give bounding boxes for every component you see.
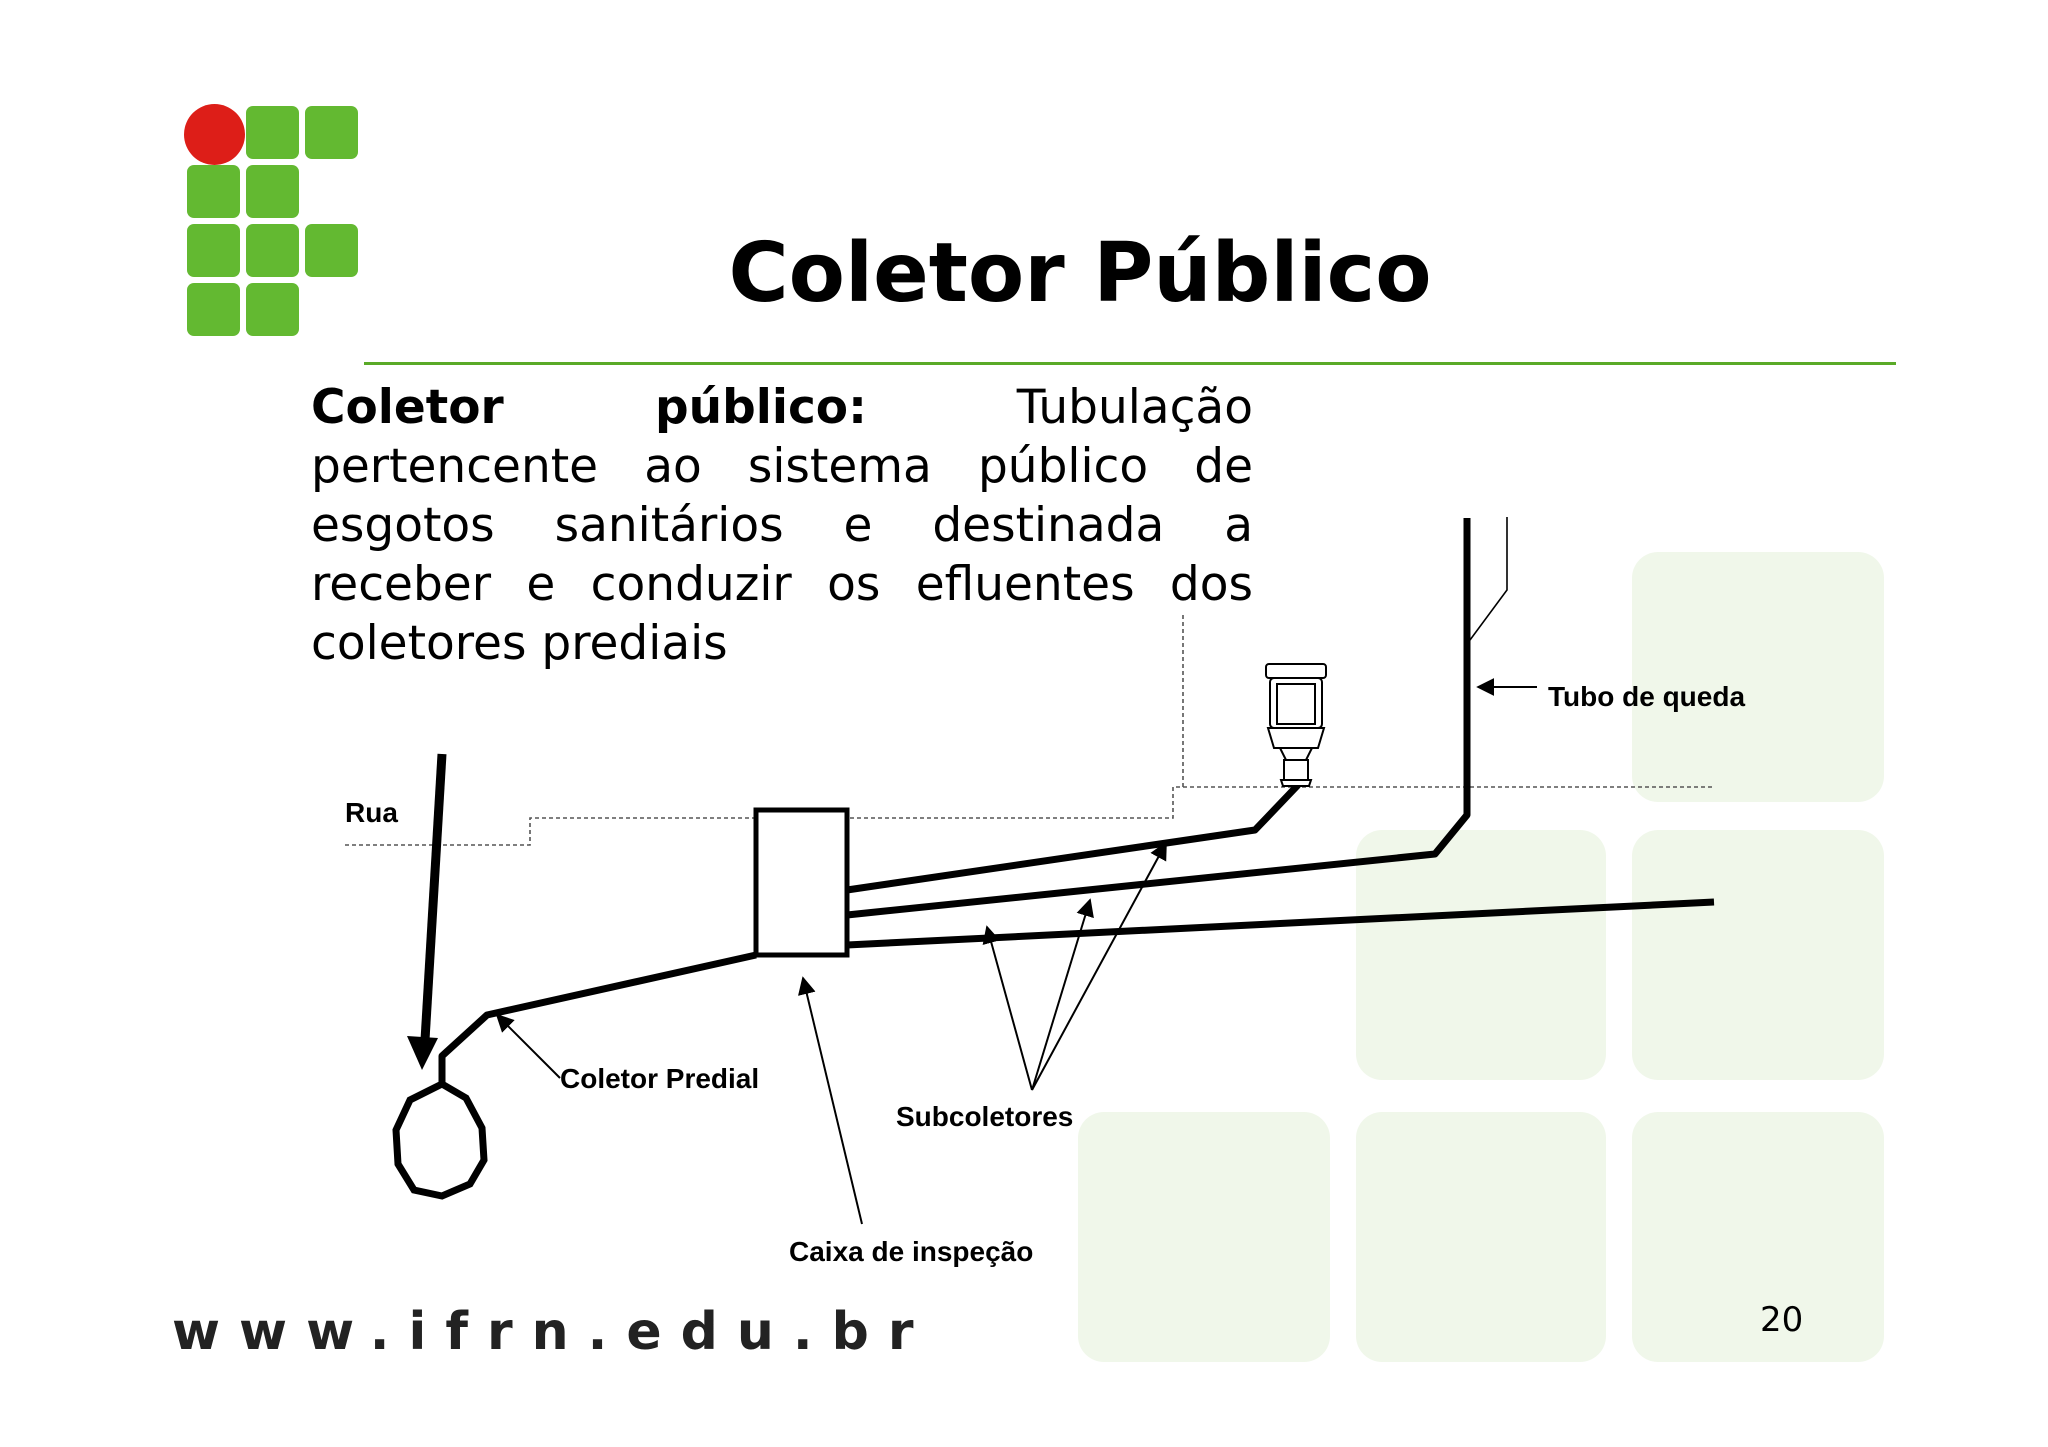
- flow-arrow-shaft: [420, 753, 447, 1041]
- building-sewer-pipe: [438, 951, 757, 1084]
- public-sewer-pipe: [392, 1080, 488, 1200]
- label-street: Rua: [345, 797, 398, 828]
- label-downpipe: Tubo de queda: [1548, 681, 1745, 712]
- inspection-box: [753, 807, 850, 958]
- subcollector-toilet: [846, 782, 1301, 894]
- page-number: 20: [1760, 1300, 1804, 1340]
- label-sub-collectors: Subcoletores: [896, 1101, 1073, 1132]
- logo-square: [187, 224, 240, 277]
- ground-line: [345, 786, 1714, 846]
- logo-square: [305, 224, 358, 277]
- inspection-box-callout: [798, 976, 863, 1225]
- logo-red-circle: [184, 104, 245, 165]
- logo-square: [246, 283, 299, 336]
- definition-term: Coletor público:: [311, 380, 867, 435]
- logo-square: [246, 224, 299, 277]
- definition-text: Tubulação pertencente ao sistema público…: [311, 380, 1253, 671]
- subcollector-callout-1: [982, 925, 1033, 1091]
- logo-square: [246, 106, 299, 159]
- subcollector-downpipe: [846, 518, 1471, 919]
- logo-square: [305, 106, 358, 159]
- slide-title: Coletor Público: [728, 226, 1432, 321]
- bg-square: [1356, 1112, 1606, 1362]
- label-building-sewer: Coletor Predial: [560, 1063, 759, 1094]
- bg-square: [1078, 1112, 1330, 1362]
- building-sewer-callout: [495, 1013, 561, 1079]
- flow-arrow-head: [407, 1036, 438, 1070]
- definition-paragraph: Coletor público: Tubulação pertencente a…: [311, 378, 1253, 673]
- bg-square: [1632, 552, 1884, 802]
- subcollector-long: [846, 898, 1715, 949]
- logo-square: [187, 283, 240, 336]
- website-url: www.ifrn.edu.br: [172, 1302, 933, 1362]
- subcollector-callout-3: [1031, 841, 1167, 1091]
- logo-square: [187, 165, 240, 218]
- bg-square: [1632, 1112, 1884, 1362]
- bg-square: [1356, 830, 1606, 1080]
- vent-line: [1469, 517, 1508, 641]
- logo-square: [246, 165, 299, 218]
- subcollector-callout-2: [1031, 898, 1094, 1091]
- title-divider: [364, 362, 1896, 365]
- toilet-icon: [1265, 663, 1327, 787]
- label-inspection-box: Caixa de inspeção: [789, 1236, 1033, 1267]
- bg-square: [1632, 830, 1884, 1080]
